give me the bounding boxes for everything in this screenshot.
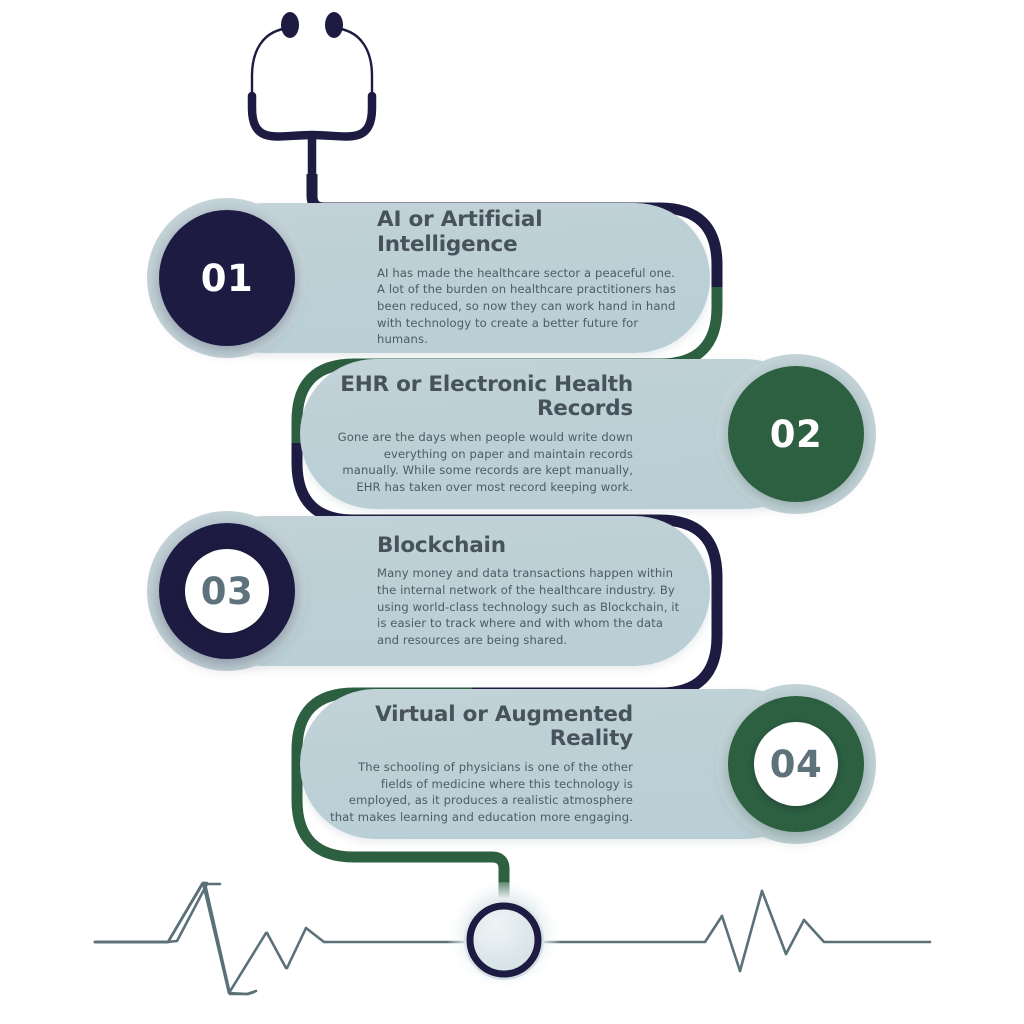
step-4-number-badge[interactable]: 04 (728, 696, 864, 832)
step-1-number: 01 (200, 256, 254, 300)
step-2-number-badge[interactable]: 02 (728, 366, 864, 502)
step-4-text-block: Virtual or Augmented Reality The schooli… (300, 689, 820, 839)
step-1-title: AI or Artificial Intelligence (377, 207, 543, 258)
step-2-title: EHR or Electronic Health Records (340, 371, 633, 422)
stethoscope-chestpiece-icon (446, 882, 562, 998)
step-2-number: 02 (769, 412, 823, 456)
step-4-body: The schooling of physicians is one of th… (330, 760, 633, 824)
ekg-heartbeat-line-icon (93, 881, 932, 996)
step-3-text-block: Blockchain Many money and data transacti… (190, 516, 710, 666)
step-2-body: Gone are the days when people would writ… (337, 430, 633, 494)
step-3-title: Blockchain (377, 532, 506, 558)
step-4-title: Virtual or Augmented Reality (375, 701, 633, 752)
step-4-number: 04 (769, 742, 823, 786)
step-1-body: AI has made the healthcare sector a peac… (377, 265, 676, 347)
tube-segment-3-navy (291, 443, 723, 699)
stethoscope-icon (247, 12, 377, 178)
step-3-number-badge[interactable]: 03 (159, 523, 295, 659)
step-2-text-block: EHR or Electronic Health Records Gone ar… (300, 359, 820, 509)
step-1-text-block: AI or Artificial Intelligence AI has mad… (190, 203, 710, 353)
step-3-body: Many money and data transactions happen … (377, 566, 680, 647)
step-3-number: 03 (200, 569, 254, 613)
step-1-number-badge[interactable]: 01 (159, 210, 295, 346)
tube-segment-4-green (291, 687, 510, 900)
